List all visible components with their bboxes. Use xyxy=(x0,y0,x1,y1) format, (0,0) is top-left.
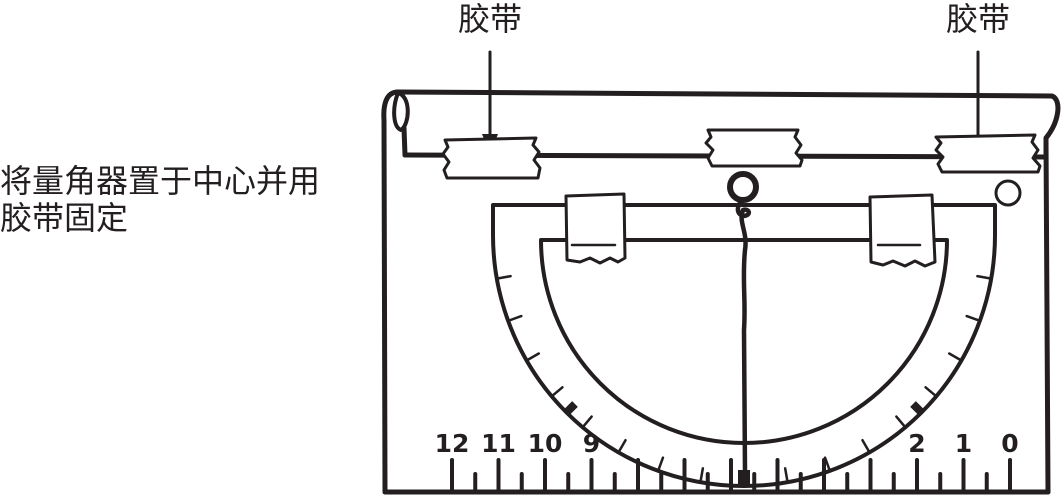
ruler-number: 10 xyxy=(528,429,563,458)
protractor-major-tick xyxy=(910,401,925,416)
protractor-tick xyxy=(525,352,541,362)
protractor-tick xyxy=(506,314,523,323)
protractor-tick xyxy=(924,386,938,398)
ruler-number: 12 xyxy=(435,429,470,458)
protractor-major-tick xyxy=(563,401,578,416)
protractor-tick xyxy=(617,438,627,454)
plumb-weight xyxy=(738,470,750,485)
plumb-line xyxy=(735,197,752,475)
protractor-tick xyxy=(861,438,871,454)
ruler-number: 2 xyxy=(908,429,925,458)
ruler-number: 0 xyxy=(1001,429,1018,458)
protractor xyxy=(491,203,997,488)
tape-strip xyxy=(704,128,804,168)
ruler-number: 11 xyxy=(481,429,516,458)
protractor-tick xyxy=(895,415,907,429)
instruction-text: 将量角器置于中心并用 胶带固定 xyxy=(0,162,320,237)
instruction-line-1: 将量角器置于中心并用 xyxy=(0,162,320,200)
ruler-number: 1 xyxy=(955,429,972,458)
protractor-tick xyxy=(947,352,963,362)
hanging-ring xyxy=(727,171,759,203)
tape-strip xyxy=(934,133,1042,174)
tape-strip xyxy=(441,136,542,180)
protractor-scale xyxy=(495,274,993,488)
protractor-tick xyxy=(495,274,512,280)
protractor-tick xyxy=(656,456,665,473)
protractor-tick xyxy=(699,467,705,484)
protractor-tick xyxy=(823,456,832,473)
instruction-line-2: 胶带固定 xyxy=(0,199,128,237)
tape-label-right: 胶带 xyxy=(946,0,1010,38)
protractor-tick xyxy=(550,386,564,398)
protractor-tick xyxy=(976,274,993,280)
small-hole xyxy=(994,179,1022,207)
protractor-tick xyxy=(783,467,789,484)
tape-label-left: 胶带 xyxy=(458,0,522,38)
tape-strip-protractor xyxy=(564,192,627,265)
protractor-tick xyxy=(965,314,982,323)
tape-strip-protractor xyxy=(868,193,937,268)
protractor-tick xyxy=(581,415,593,429)
